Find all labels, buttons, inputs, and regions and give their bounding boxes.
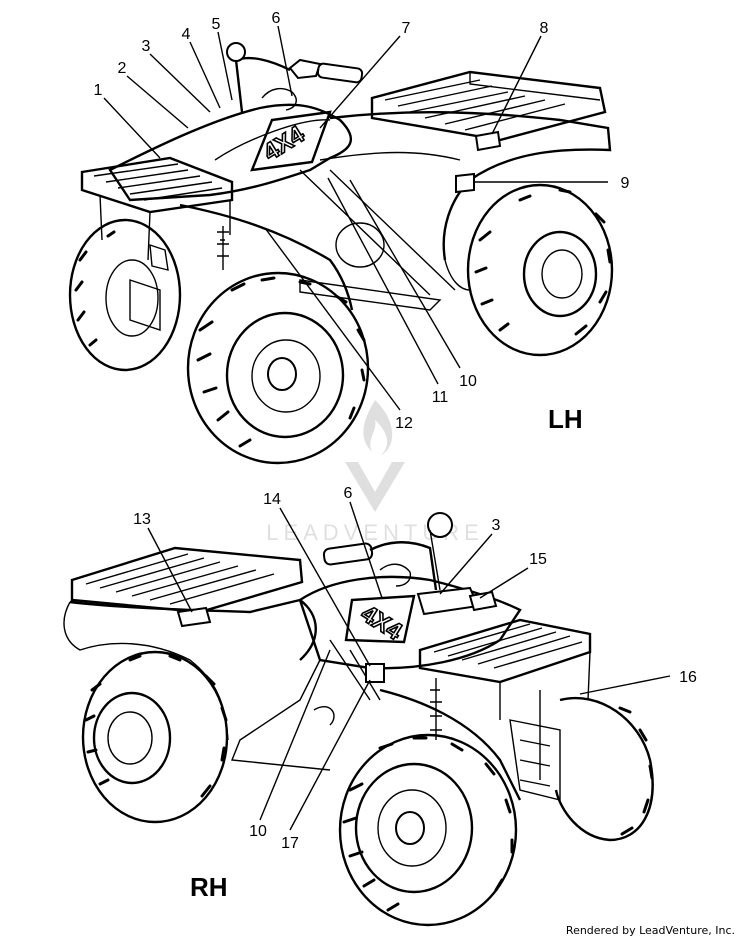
callout-9: 9 [621, 175, 630, 192]
callout-8: 8 [540, 20, 549, 37]
callout-6-rh: 6 [344, 485, 353, 502]
callout-17: 17 [281, 835, 299, 852]
rh-atv-drawing: 4X4 [63, 501, 671, 927]
callout-3: 3 [142, 38, 151, 55]
rh-side-label: RH [190, 872, 228, 902]
rh-callouts: 13 14 6 3 15 16 10 17 [133, 485, 697, 852]
callout-14: 14 [263, 491, 281, 508]
decal-9 [455, 172, 475, 194]
lh-4x4-decal-text: 4X4 [259, 121, 310, 167]
lh-atv-drawing: 4X4 [68, 25, 614, 465]
credit-text: Rendered by LeadVenture, Inc. [566, 924, 735, 937]
callout-11: 11 [432, 389, 449, 406]
rh-4x4-decal: 4X4 [344, 594, 416, 647]
callout-4: 4 [182, 26, 191, 43]
callout-10: 10 [459, 373, 477, 390]
callout-15: 15 [529, 551, 547, 568]
callout-5: 5 [212, 16, 221, 33]
callout-10-rh: 10 [249, 823, 267, 840]
callout-12: 12 [395, 415, 413, 432]
callout-6: 6 [272, 10, 281, 27]
decal-17 [365, 663, 385, 683]
decal-8 [474, 130, 502, 152]
lh-side-label: LH [548, 404, 583, 434]
callout-2: 2 [118, 60, 127, 77]
callout-16: 16 [679, 669, 697, 686]
lh-leader-lines [103, 25, 608, 411]
lh-callouts: 1 2 3 4 5 6 7 8 9 10 11 12 [94, 10, 630, 432]
callout-1: 1 [94, 82, 103, 99]
rh-4x4-decal-text: 4X4 [356, 600, 407, 646]
decal-13 [176, 606, 212, 628]
callout-3-rh: 3 [492, 517, 501, 534]
callout-7: 7 [402, 20, 411, 37]
rh-leader-lines [147, 501, 671, 831]
callout-13: 13 [133, 511, 151, 528]
